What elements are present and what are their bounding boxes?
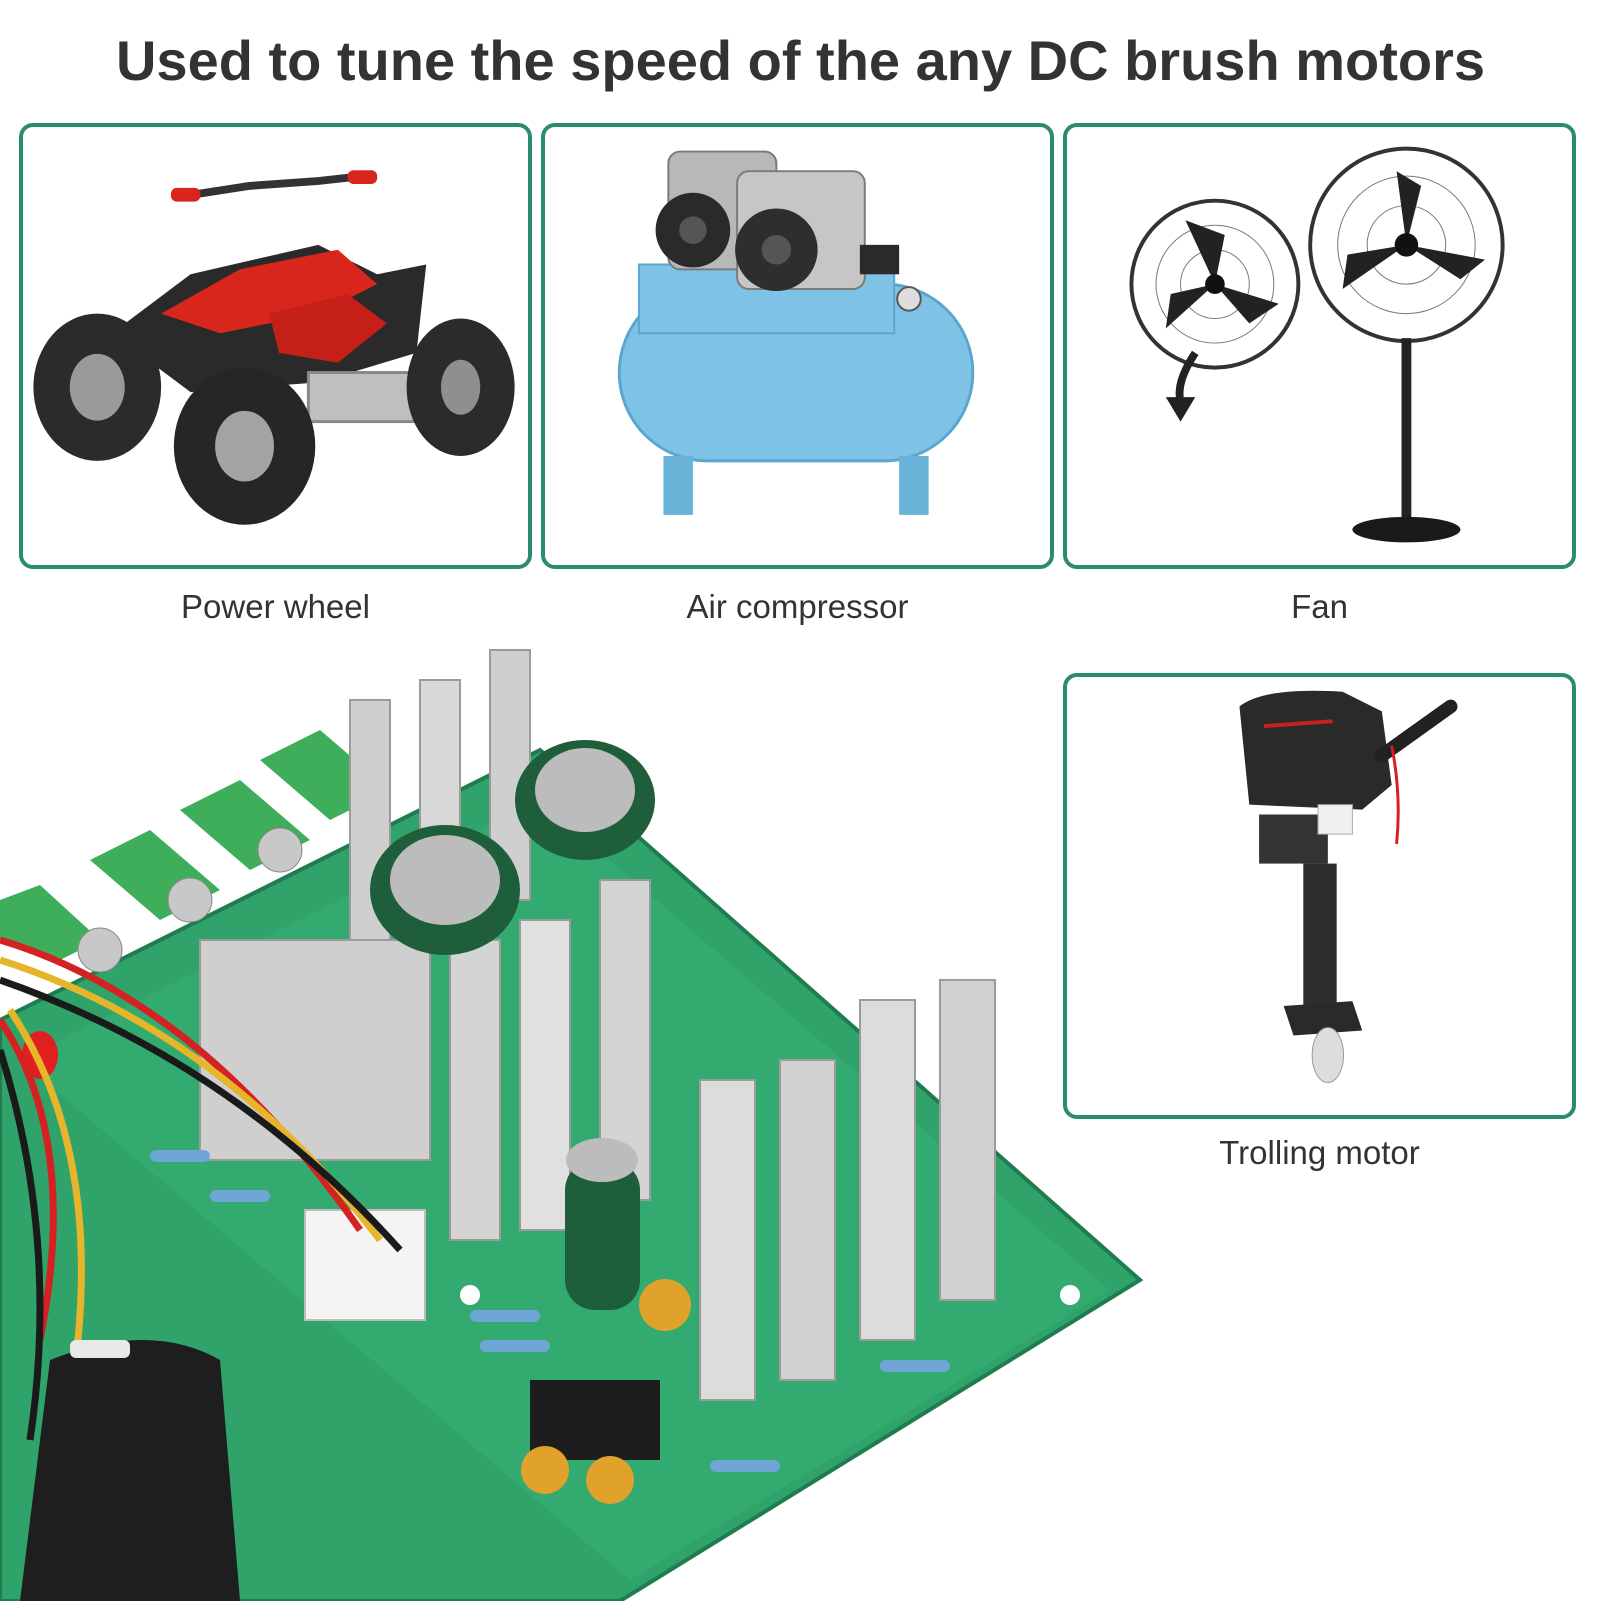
outboard-motor-image — [1239, 690, 1458, 1084]
caption-air-compressor: Air compressor — [686, 588, 909, 625]
application-card-power-wheel — [19, 123, 532, 569]
atv-image — [33, 170, 515, 525]
application-card-trolling-motor — [1063, 673, 1576, 1119]
fan-image — [1129, 146, 1505, 543]
pwm-motor-speed-controller-board-image — [0, 649, 1144, 1603]
application-card-air-compressor — [541, 123, 1054, 569]
air-compressor-image — [617, 150, 975, 515]
page-title: Used to tune the speed of the any DC bru… — [115, 29, 1486, 92]
caption-trolling-motor: Trolling motor — [1219, 1134, 1420, 1171]
caption-power-wheel: Power wheel — [181, 588, 370, 625]
application-card-fan — [1063, 123, 1576, 569]
caption-fan: Fan — [1291, 588, 1348, 625]
product-image — [0, 640, 1160, 1603]
